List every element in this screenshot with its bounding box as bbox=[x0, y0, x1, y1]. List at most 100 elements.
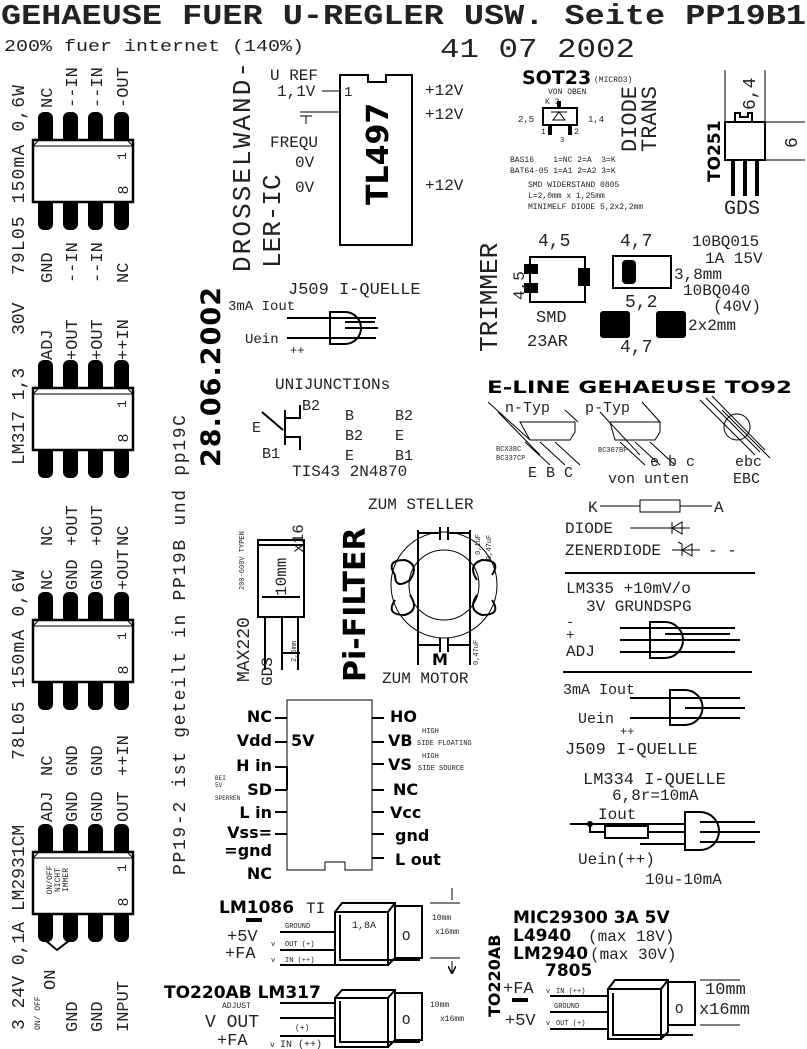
pin-nc: NC bbox=[247, 864, 272, 883]
side-note: PP19-2 ist geteilt in PP19B und pp19C bbox=[171, 415, 191, 875]
pin-label: +OUT bbox=[89, 319, 108, 360]
dim-10mm: 10mm bbox=[273, 558, 291, 596]
eline-title: E-LINE GEHAEUSE TO92 bbox=[487, 378, 792, 398]
vs-note: SIDE SOURCE bbox=[418, 765, 464, 773]
cap-value: 0,47uF bbox=[486, 535, 494, 560]
pin-table: B2 bbox=[395, 408, 413, 425]
pin-minus: - bbox=[566, 615, 574, 631]
dash-label: - - bbox=[708, 542, 737, 560]
max220-typen: 200-600V TYPEN bbox=[239, 531, 247, 590]
sot23-k3: K 3 bbox=[545, 98, 560, 107]
anode-label: A bbox=[714, 499, 724, 517]
pin-label: --IN bbox=[64, 67, 83, 108]
pin-label: GND bbox=[64, 1001, 83, 1032]
pin-label: ADJ bbox=[39, 329, 58, 360]
pin-label: OUT bbox=[115, 791, 134, 822]
label-uref: U REF bbox=[270, 67, 318, 85]
pin-label: --IN bbox=[64, 242, 83, 283]
pin-label: NC bbox=[39, 526, 58, 546]
pin-label: ++IN bbox=[115, 735, 134, 776]
date-side: 28.06.2002 bbox=[196, 287, 227, 467]
pin-label: GND bbox=[64, 791, 83, 822]
package-voltage: 30V bbox=[10, 302, 30, 335]
label-12v: +12V bbox=[425, 106, 464, 124]
pinout: E B C bbox=[528, 465, 573, 482]
eline-section: E-LINE GEHAEUSE TO92 n-Typ p-Typ BCX38C … bbox=[487, 378, 792, 488]
pin-in: IN (++) bbox=[280, 1039, 322, 1049]
label-trans: TRANS bbox=[638, 86, 663, 152]
part-bcx38c: BCX38C bbox=[496, 446, 521, 454]
lm335-title: LM335 +10mV/o bbox=[566, 580, 691, 598]
pin-hin: H in bbox=[236, 756, 272, 775]
lm334-title: LM334 I-QUELLE bbox=[583, 771, 726, 790]
diode-icon bbox=[630, 521, 690, 535]
pin-label: GND bbox=[89, 745, 108, 776]
dim-10mm: 10mm bbox=[705, 981, 746, 1000]
dim-16mm: x16mm bbox=[435, 928, 459, 937]
label-diode: DIODE bbox=[618, 86, 643, 152]
dim-4-7: 4,7 bbox=[620, 232, 652, 252]
pin-label: GND bbox=[64, 745, 83, 776]
pinout-bas16: BAS16 1=NC 2=A 3=K bbox=[510, 156, 616, 165]
uni-parts: TIS43 2N4870 bbox=[292, 463, 407, 481]
j509-title: J509 I-QUELLE bbox=[288, 281, 421, 300]
pinout: ebc bbox=[735, 454, 762, 471]
part-10bq040: 10BQ040 bbox=[683, 282, 750, 300]
pad-size: 2x2mm bbox=[688, 317, 736, 335]
date-top: 41 07 2002 bbox=[440, 36, 635, 66]
pin-in: IN (++) bbox=[285, 957, 314, 965]
package-label: LM317 1,3 bbox=[10, 368, 30, 465]
pin-label: INPUT bbox=[115, 981, 134, 1032]
pin-lin: L in bbox=[239, 803, 272, 822]
label-fa: +FA bbox=[225, 945, 256, 964]
pin-label: NC bbox=[39, 756, 58, 776]
pin-e: E bbox=[252, 420, 261, 437]
mount-hole: O bbox=[402, 1013, 410, 1029]
uein-label: Uein bbox=[245, 332, 279, 348]
so8-lm2931cm: 3 24V 0,1A LM2931CM ON/OFF NICHT IMMER O… bbox=[10, 791, 135, 1032]
pin-label: ON bbox=[42, 970, 61, 990]
cathode-label: K bbox=[588, 499, 598, 517]
vb-note: HIGH bbox=[422, 728, 439, 736]
pp-label: ++ bbox=[290, 344, 304, 358]
pin-label: NC bbox=[39, 570, 58, 590]
part-bc337cp: BC337CP bbox=[496, 455, 525, 463]
label-vout: V OUT bbox=[205, 1013, 259, 1033]
diode-label: DIODE bbox=[565, 520, 613, 538]
pin-ho: HO bbox=[390, 707, 417, 726]
trimmer-type: 23AR bbox=[527, 333, 568, 352]
dim-1-4: 1,4 bbox=[588, 115, 604, 125]
pin-vcc: Vcc bbox=[390, 803, 421, 822]
max220-package: 200-600V TYPEN MAX220 10mm x16 2,5mm GDS bbox=[235, 524, 308, 686]
body-note: ON/OFF bbox=[46, 865, 55, 894]
uni-title: UNIJUNCTIONs bbox=[275, 376, 390, 394]
pin-vss: Vss= bbox=[227, 823, 272, 842]
pin-adjust: ADJUST bbox=[222, 1002, 251, 1011]
onoff-note: ON/ OFF bbox=[34, 996, 43, 1030]
label-12v: +12V bbox=[425, 177, 464, 195]
trimmer-section: TRIMMER 4,5 4,5 SMD 23AR 4,7 10BQ015 1A … bbox=[475, 232, 763, 358]
lm1086-ti: TI bbox=[306, 900, 325, 918]
pin-ground: GROUND bbox=[285, 923, 310, 931]
pin-nc: NC bbox=[247, 707, 272, 726]
pin-out: OUT (+) bbox=[556, 1020, 585, 1028]
max220-pins: GDS bbox=[259, 657, 277, 686]
pin-label: --IN bbox=[89, 242, 108, 283]
pin-label: GND bbox=[64, 559, 83, 590]
current-rating: 1,8A bbox=[352, 921, 376, 932]
pin-label: -OUT bbox=[115, 67, 134, 108]
body-note: IMMER bbox=[62, 868, 71, 892]
lm317-to220: TO220AB LM317 ADJUST V OUT +FA (+) v IN … bbox=[164, 983, 464, 1049]
subtitle: 200% fuer internet (140%) bbox=[4, 38, 304, 57]
pin-sd: SD bbox=[247, 780, 272, 799]
j509-current-source: J509 I-QUELLE 3mA Iout Uein ++ bbox=[228, 281, 421, 358]
pin-vb: VB bbox=[388, 731, 413, 750]
iout-label: 3mA Iout bbox=[228, 299, 295, 315]
v-mark: v bbox=[270, 1041, 275, 1049]
pin-label: ++IN bbox=[115, 319, 134, 360]
lm334-current-source: LM334 I-QUELLE 6,8r=10mA Iout Uein(++) 1… bbox=[570, 771, 760, 889]
lm1086-to220: LM1086 TI +5V +FA GROUND v OUT (+) v IN … bbox=[219, 888, 460, 973]
pin-vdd: Vdd bbox=[237, 731, 272, 750]
dim-10mm: 10mm bbox=[430, 1001, 449, 1010]
